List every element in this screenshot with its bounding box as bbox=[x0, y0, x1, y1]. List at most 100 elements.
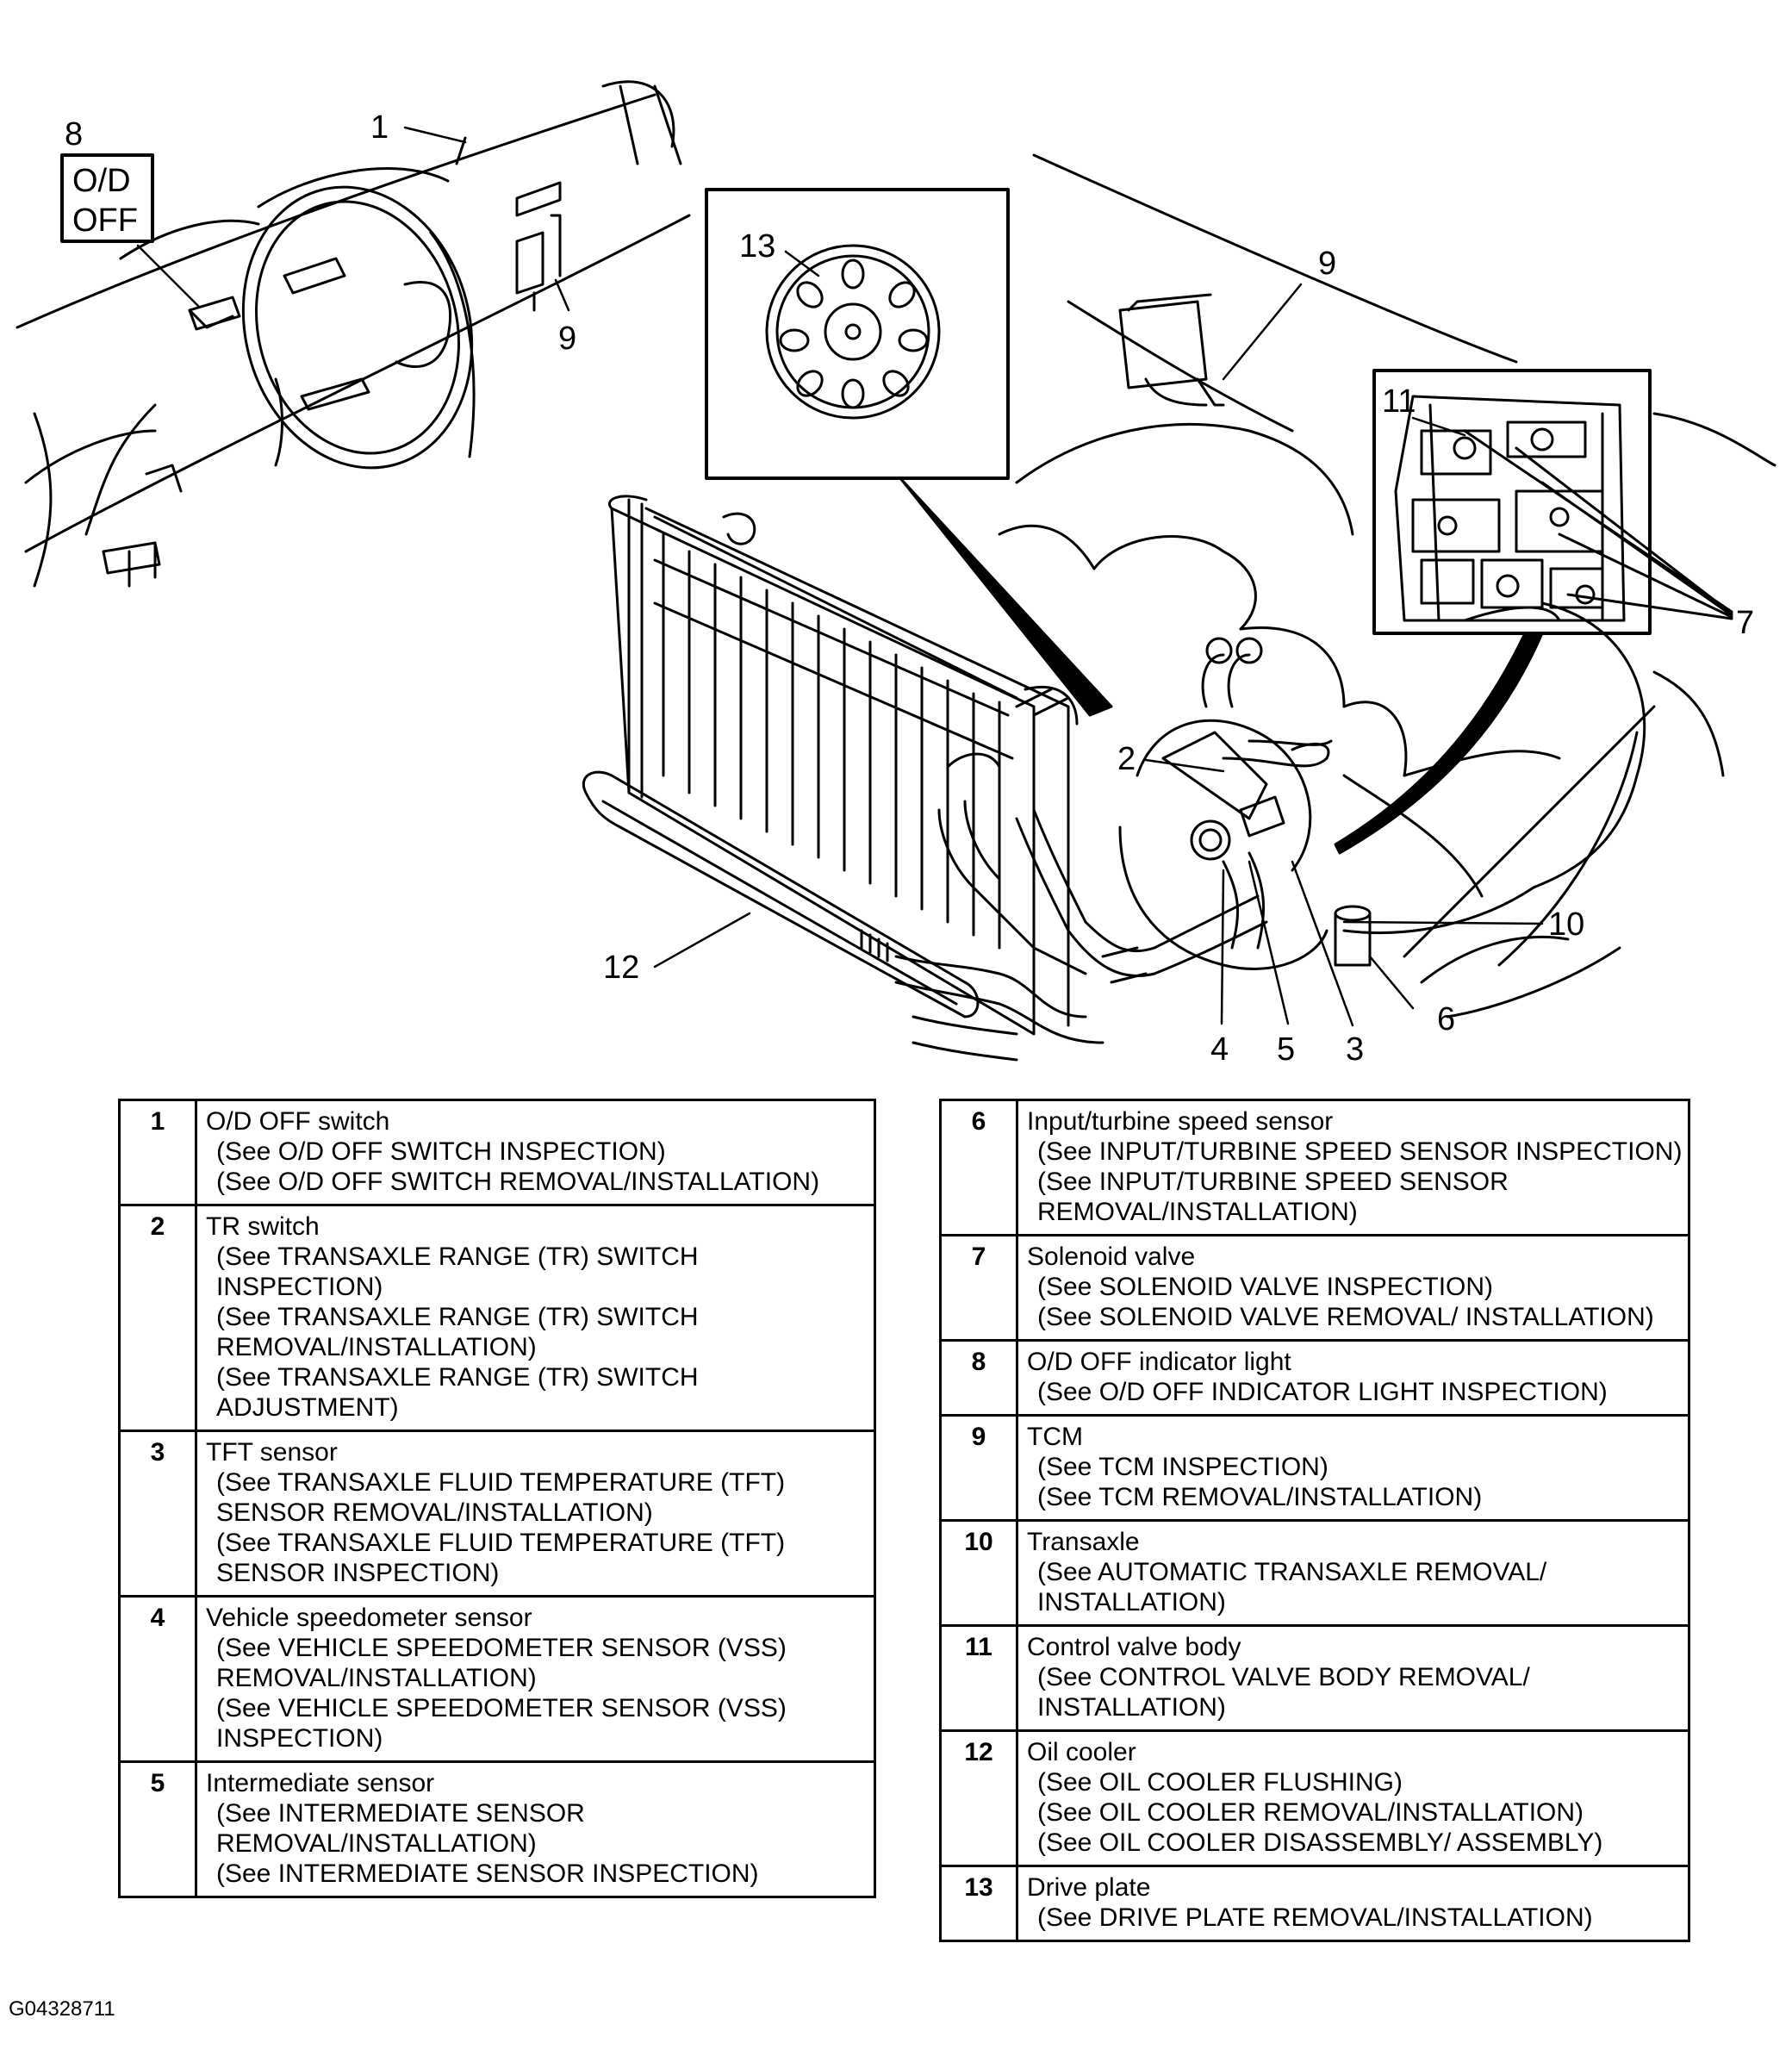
callout-4: 4 bbox=[1210, 1031, 1229, 1068]
part-name: Vehicle speedometer sensor bbox=[206, 1604, 532, 1632]
callout-2: 2 bbox=[1117, 741, 1136, 777]
part-name: O/D OFF switch bbox=[206, 1107, 390, 1136]
procedure-reference: (See SOLENOID VALVE REMOVAL/ INSTALLATIO… bbox=[1037, 1303, 1654, 1331]
callout-10: 10 bbox=[1548, 906, 1584, 943]
legend-number: 5 bbox=[118, 1760, 197, 1898]
procedure-reference: (See TRANSAXLE FLUID TEMPERATURE (TFT) S… bbox=[216, 1468, 786, 1527]
legend-number: 9 bbox=[939, 1414, 1018, 1522]
legend-description: Drive plate(See DRIVE PLATE REMOVAL/INST… bbox=[1016, 1865, 1690, 1942]
procedure-reference: (See DRIVE PLATE REMOVAL/INSTALLATION) bbox=[1037, 1903, 1593, 1932]
legend-number: 2 bbox=[118, 1204, 197, 1432]
part-name: Control valve body bbox=[1027, 1633, 1241, 1661]
legend-number: 4 bbox=[118, 1595, 197, 1763]
part-name: Transaxle bbox=[1027, 1528, 1140, 1556]
procedure-reference: (See OIL COOLER REMOVAL/INSTALLATION) bbox=[1037, 1798, 1584, 1827]
legend-number: 8 bbox=[939, 1339, 1018, 1417]
legend-number: 6 bbox=[939, 1099, 1018, 1236]
part-name: TFT sensor bbox=[206, 1438, 338, 1467]
procedure-reference: (See TRANSAXLE FLUID TEMPERATURE (TFT) S… bbox=[216, 1529, 786, 1587]
procedure-reference: (See CONTROL VALVE BODY REMOVAL/ INSTALL… bbox=[1037, 1663, 1530, 1722]
part-name: TCM bbox=[1027, 1423, 1083, 1451]
procedure-reference: (See O/D OFF INDICATOR LIGHT INSPECTION) bbox=[1037, 1378, 1608, 1406]
hoses-drawing bbox=[894, 739, 1333, 1062]
legend-number: 1 bbox=[118, 1099, 197, 1206]
legend-description: O/D OFF switch(See O/D OFF SWITCH INSPEC… bbox=[195, 1099, 876, 1206]
transaxle-drawing bbox=[998, 423, 1725, 1018]
legend-description: Control valve body(See CONTROL VALVE BOD… bbox=[1016, 1624, 1690, 1732]
valve-body-inset bbox=[1334, 369, 1733, 855]
procedure-reference: (See VEHICLE SPEEDOMETER SENSOR (VSS) IN… bbox=[216, 1694, 787, 1753]
part-name: Drive plate bbox=[1027, 1873, 1151, 1902]
figure-code: G04328711 bbox=[9, 1997, 115, 2021]
legend-description: Oil cooler(See OIL COOLER FLUSHING)(See … bbox=[1016, 1729, 1690, 1867]
legend-description: Solenoid valve(See SOLENOID VALVE INSPEC… bbox=[1016, 1234, 1690, 1342]
legend-description: O/D OFF indicator light(See O/D OFF INDI… bbox=[1016, 1339, 1690, 1417]
part-name: Solenoid valve bbox=[1027, 1243, 1196, 1271]
procedure-reference: (See TRANSAXLE RANGE (TR) SWITCH ADJUSTM… bbox=[216, 1363, 699, 1422]
od-indicator-line2: OFF bbox=[72, 202, 138, 239]
callout-3: 3 bbox=[1346, 1031, 1364, 1068]
legend-description: Intermediate sensor(See INTERMEDIATE SEN… bbox=[195, 1760, 876, 1898]
procedure-reference: (See O/D OFF SWITCH REMOVAL/INSTALLATION… bbox=[216, 1168, 820, 1196]
part-name: O/D OFF indicator light bbox=[1027, 1348, 1291, 1376]
part-name: TR switch bbox=[206, 1212, 320, 1241]
procedure-reference: (See TCM REMOVAL/INSTALLATION) bbox=[1037, 1483, 1483, 1511]
callout-9-dashboard: 9 bbox=[558, 321, 576, 357]
callout-11: 11 bbox=[1382, 383, 1416, 420]
callout-5: 5 bbox=[1277, 1031, 1295, 1068]
callout-8: 8 bbox=[65, 116, 83, 153]
part-name: Input/turbine speed sensor bbox=[1027, 1107, 1334, 1136]
procedure-reference: (See INTERMEDIATE SENSOR INSPECTION) bbox=[216, 1859, 759, 1888]
dashboard-drawing bbox=[16, 80, 691, 588]
legend-number: 13 bbox=[939, 1865, 1018, 1942]
legend-description: Transaxle(See AUTOMATIC TRANSAXLE REMOVA… bbox=[1016, 1519, 1690, 1627]
procedure-reference: (See INPUT/TURBINE SPEED SENSOR REMOVAL/… bbox=[1037, 1168, 1509, 1226]
radiator-drawing bbox=[582, 495, 1087, 1036]
legend-number: 12 bbox=[939, 1729, 1018, 1867]
legend-number: 11 bbox=[939, 1624, 1018, 1732]
callout-7: 7 bbox=[1736, 605, 1754, 641]
legend-number: 3 bbox=[118, 1430, 197, 1598]
callout-13: 13 bbox=[739, 228, 775, 265]
legend-description: TR switch(See TRANSAXLE RANGE (TR) SWITC… bbox=[195, 1204, 876, 1432]
tcm-drawing bbox=[1032, 153, 1776, 467]
callout-12: 12 bbox=[603, 950, 639, 986]
procedure-reference: (See TCM INSPECTION) bbox=[1037, 1453, 1328, 1481]
leader-lines bbox=[136, 126, 1544, 1027]
drive-plate-inset bbox=[705, 188, 1113, 717]
procedure-reference: (See INTERMEDIATE SENSOR REMOVAL/INSTALL… bbox=[216, 1799, 585, 1858]
legend-description: TFT sensor(See TRANSAXLE FLUID TEMPERATU… bbox=[195, 1430, 876, 1598]
procedure-reference: (See VEHICLE SPEEDOMETER SENSOR (VSS) RE… bbox=[216, 1634, 787, 1692]
od-indicator-line1: O/D bbox=[72, 163, 131, 199]
callout-1: 1 bbox=[370, 109, 389, 146]
legend-description: TCM(See TCM INSPECTION)(See TCM REMOVAL/… bbox=[1016, 1414, 1690, 1522]
callout-9-engine: 9 bbox=[1318, 246, 1336, 282]
procedure-reference: (See O/D OFF SWITCH INSPECTION) bbox=[216, 1137, 666, 1166]
procedure-reference: (See OIL COOLER FLUSHING) bbox=[1037, 1768, 1403, 1797]
procedure-reference: (See AUTOMATIC TRANSAXLE REMOVAL/ INSTAL… bbox=[1037, 1558, 1547, 1616]
part-name: Intermediate sensor bbox=[206, 1769, 435, 1797]
procedure-reference: (See OIL COOLER DISASSEMBLY/ ASSEMBLY) bbox=[1037, 1828, 1603, 1857]
procedure-reference: (See TRANSAXLE RANGE (TR) SWITCH INSPECT… bbox=[216, 1243, 699, 1301]
procedure-reference: (See SOLENOID VALVE INSPECTION) bbox=[1037, 1273, 1494, 1301]
legend-description: Vehicle speedometer sensor(See VEHICLE S… bbox=[195, 1595, 876, 1763]
callout-6: 6 bbox=[1437, 1001, 1455, 1037]
procedure-reference: (See INPUT/TURBINE SPEED SENSOR INSPECTI… bbox=[1037, 1137, 1683, 1166]
legend-description: Input/turbine speed sensor(See INPUT/TUR… bbox=[1016, 1099, 1690, 1236]
legend-number: 10 bbox=[939, 1519, 1018, 1627]
